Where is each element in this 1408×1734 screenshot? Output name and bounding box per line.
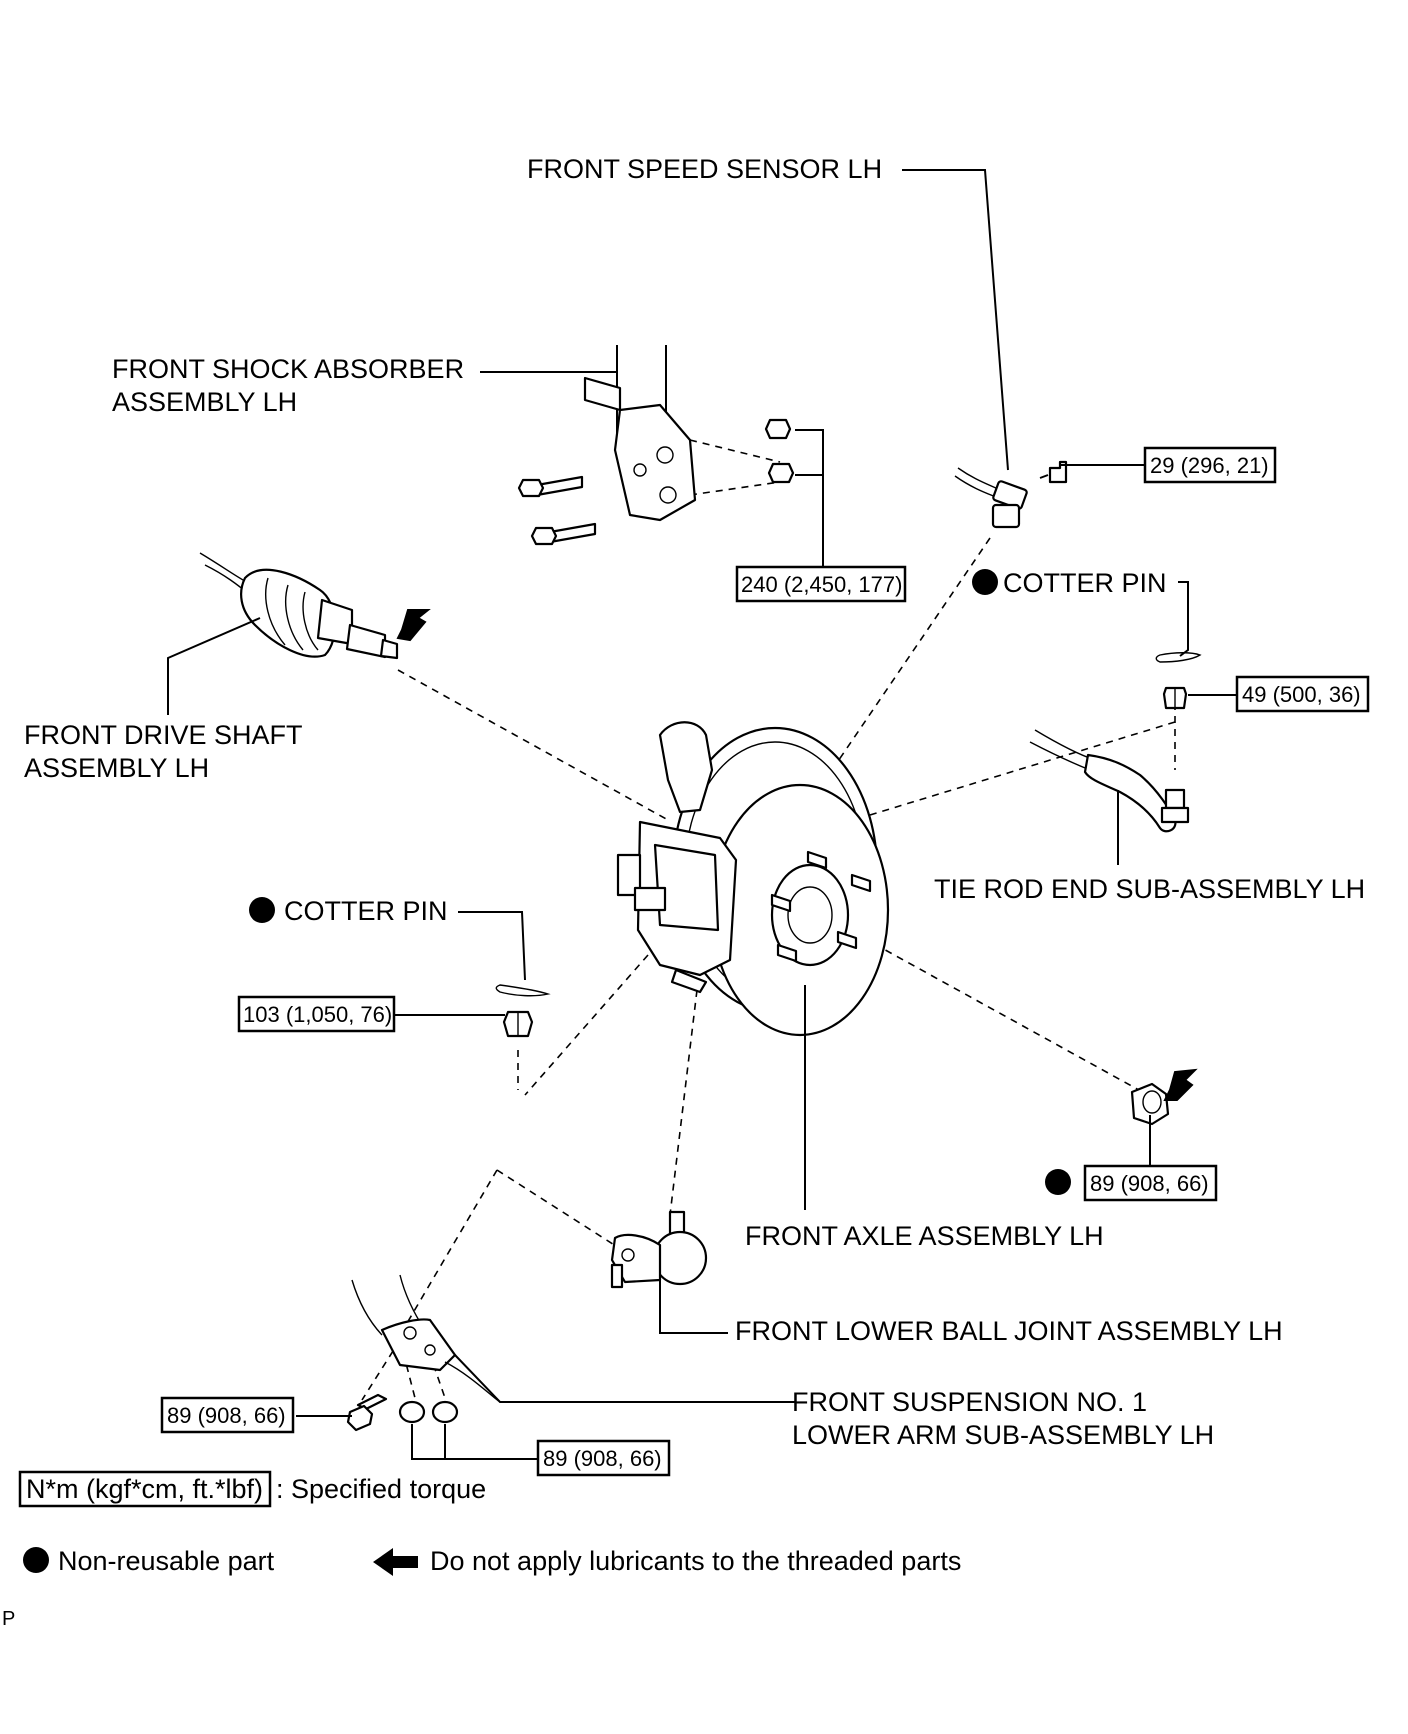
lower-arm-drawing <box>346 1274 501 1432</box>
no-lubricant-arrow-icon <box>1163 1068 1198 1101</box>
label-lower-arm-line1: FRONT SUSPENSION NO. 1 <box>792 1387 1147 1417</box>
torque-lower-arm-nuts-value: 89 (908, 66) <box>543 1446 662 1471</box>
torque-ball-joint-value: 103 (1,050, 76) <box>243 1002 392 1027</box>
label-drive-shaft-line2: ASSEMBLY LH <box>24 753 209 783</box>
label-cotter-pin-upper: COTTER PIN <box>1003 568 1167 598</box>
shock-absorber-drawing <box>517 345 795 546</box>
leader-lines <box>167 169 1240 1460</box>
non-reusable-bullet-icon <box>23 1547 49 1573</box>
label-front-speed-sensor: FRONT SPEED SENSOR LH <box>527 154 882 184</box>
legend-torque-unit: N*m (kgf*cm, ft.*lbf) <box>26 1474 263 1504</box>
assembly-dashed-lines <box>361 439 1176 1401</box>
torque-shock-absorber-value: 240 (2,450, 177) <box>741 572 902 597</box>
corner-mark: P <box>2 1608 15 1630</box>
label-cotter-pin-lower: COTTER PIN <box>284 896 448 926</box>
torque-box-lower-arm-nuts: 89 (908, 66) <box>536 1439 671 1477</box>
torque-box-lower-arm-bolt: 89 (908, 66) <box>160 1396 295 1434</box>
torque-box-ball-joint: 103 (1,050, 76) <box>237 995 396 1033</box>
speed-sensor-drawing <box>954 460 1068 529</box>
legend-non-reusable: Non-reusable part <box>58 1546 275 1576</box>
cotter-pin-lower-drawing <box>495 984 551 997</box>
cotter-pin-upper-drawing <box>1155 652 1202 663</box>
label-lower-ball-joint: FRONT LOWER BALL JOINT ASSEMBLY LH <box>735 1316 1283 1346</box>
tie-rod-end-drawing <box>1029 686 1190 833</box>
torque-box-hub-nut: 89 (908, 66) <box>1083 1164 1218 1202</box>
label-drive-shaft-line1: FRONT DRIVE SHAFT <box>24 720 303 750</box>
no-lubricant-arrow-icon <box>396 609 431 642</box>
legend-torque-box <box>18 1470 272 1508</box>
label-shock-absorber-line2: ASSEMBLY LH <box>112 387 297 417</box>
front-axle-drawing <box>616 721 890 1037</box>
hub-nut-drawing <box>1130 1082 1170 1126</box>
non-reusable-bullet-icon <box>249 897 275 923</box>
label-lower-arm-line2: LOWER ARM SUB-ASSEMBLY LH <box>792 1420 1214 1450</box>
non-reusable-bullet-icon <box>1045 1169 1071 1195</box>
torque-box-speed-sensor: 29 (296, 21) <box>1143 446 1277 484</box>
drive-shaft-drawing <box>199 552 399 660</box>
label-shock-absorber-line1: FRONT SHOCK ABSORBER <box>112 354 464 384</box>
torque-tie-rod-value: 49 (500, 36) <box>1242 682 1361 707</box>
label-tie-rod-end: TIE ROD END SUB-ASSEMBLY LH <box>934 874 1365 904</box>
ball-joint-nut-drawing <box>502 1010 534 1038</box>
lower-ball-joint-drawing <box>610 1210 708 1289</box>
left-arrow-icon <box>373 1548 418 1576</box>
torque-hub-nut-value: 89 (908, 66) <box>1090 1171 1209 1196</box>
label-front-axle: FRONT AXLE ASSEMBLY LH <box>745 1221 1104 1251</box>
torque-box-tie-rod: 49 (500, 36) <box>1235 675 1370 713</box>
torque-speed-sensor-value: 29 (296, 21) <box>1150 453 1269 478</box>
legend-no-lubricant: Do not apply lubricants to the threaded … <box>430 1546 961 1576</box>
non-reusable-bullet-icon <box>972 569 998 595</box>
torque-box-shock-absorber: 240 (2,450, 177) <box>735 565 907 603</box>
torque-lower-arm-bolt-value: 89 (908, 66) <box>167 1403 286 1428</box>
legend: N*m (kgf*cm, ft.*lbf) : Specified torque… <box>18 1470 961 1576</box>
legend-torque-desc: : Specified torque <box>276 1474 486 1504</box>
